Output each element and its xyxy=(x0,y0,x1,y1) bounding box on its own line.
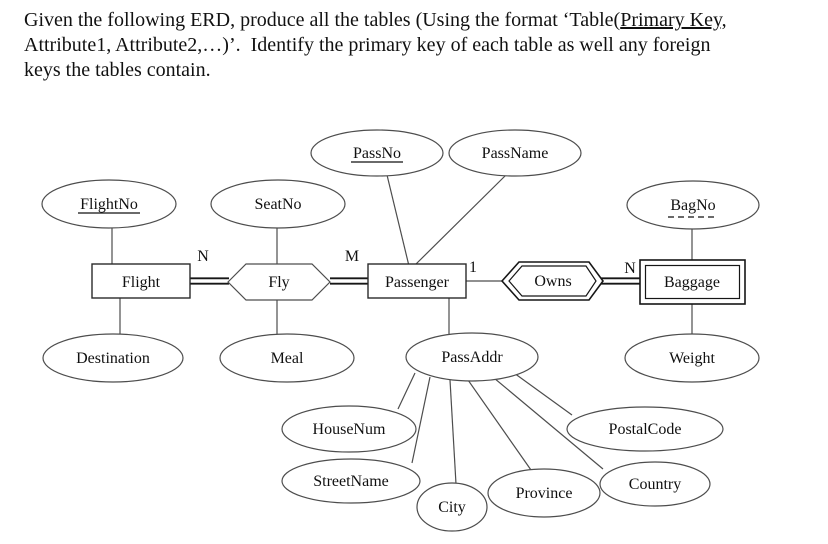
erd-connectors xyxy=(111,174,693,485)
country-ellipse xyxy=(599,461,711,507)
passenger-rect xyxy=(367,263,467,299)
connector-passaddr-streetname xyxy=(411,376,431,464)
attribute-city: City xyxy=(416,482,488,532)
passname-label: PassName xyxy=(482,145,549,162)
question-line-1-text: Given the following ERD, produce all the… xyxy=(24,9,621,31)
seatno-ellipse xyxy=(210,179,346,229)
housenum-label: HouseNum xyxy=(313,421,386,438)
entity-passenger: Passenger xyxy=(367,263,467,299)
connector-passaddr-city xyxy=(449,379,457,485)
attribute-bagno: BagNo xyxy=(626,180,760,230)
owns-label: Owns xyxy=(534,273,571,290)
attribute-streetname: StreetName xyxy=(281,458,421,504)
baggage-rect-inner xyxy=(644,264,741,300)
postalcode-label: PostalCode xyxy=(609,421,682,438)
relationship-fly: Fly xyxy=(227,263,331,301)
attribute-meal: Meal xyxy=(219,333,355,383)
passname-ellipse xyxy=(448,129,582,177)
owns-diamond-inner xyxy=(508,265,597,297)
country-label: Country xyxy=(629,476,681,493)
postalcode-ellipse xyxy=(566,406,724,452)
flightno-ellipse xyxy=(41,179,177,229)
city-label: City xyxy=(438,499,466,516)
erd-cardinalities: N M 1 N xyxy=(197,248,636,277)
attribute-passaddr: PassAddr xyxy=(405,332,539,382)
entity-flight: Flight xyxy=(91,263,191,299)
relationship-owns: Owns xyxy=(500,261,604,301)
fly-label: Fly xyxy=(268,274,289,291)
question-text: Given the following ERD, produce all the… xyxy=(24,8,727,83)
fly-diamond xyxy=(227,263,331,301)
attribute-passno: PassNo xyxy=(310,129,444,177)
attribute-housenum: HouseNum xyxy=(281,405,417,453)
primary-key-underlined-text: Primary Key, xyxy=(620,9,727,31)
housenum-ellipse xyxy=(281,405,417,453)
destination-ellipse xyxy=(42,333,184,383)
attribute-country: Country xyxy=(599,461,711,507)
connector-passaddr-housenum xyxy=(397,372,416,410)
attribute-destination: Destination xyxy=(42,333,184,383)
entity-baggage: Baggage xyxy=(639,259,746,305)
attribute-province: Province xyxy=(487,468,601,518)
passno-label: PassNo xyxy=(353,145,401,162)
bagno-ellipse xyxy=(626,180,760,230)
question-line-3: keys the tables contain. xyxy=(24,59,211,81)
bagno-label: BagNo xyxy=(670,197,715,214)
cardinality-flight-fly: N xyxy=(197,248,209,265)
question-line-2: Attribute1, Attribute2,…)’. Identify the… xyxy=(24,34,711,56)
flight-label: Flight xyxy=(122,274,161,291)
connector-passaddr-country xyxy=(493,377,604,470)
connector-passno-passenger xyxy=(386,174,410,267)
passaddr-label: PassAddr xyxy=(441,349,503,366)
streetname-label: StreetName xyxy=(313,473,389,490)
flight-rect xyxy=(91,263,191,299)
question-line-1: Given the following ERD, produce all the… xyxy=(24,8,727,33)
destination-label: Destination xyxy=(76,350,150,367)
connector-passname-passenger xyxy=(413,174,507,267)
baggage-label: Baggage xyxy=(664,274,720,291)
meal-ellipse xyxy=(219,333,355,383)
seatno-label: SeatNo xyxy=(254,196,301,213)
weight-ellipse xyxy=(624,333,760,383)
connector-passaddr-postalcode xyxy=(513,372,573,416)
attribute-weight: Weight xyxy=(624,333,760,383)
passno-ellipse xyxy=(310,129,444,177)
passenger-label: Passenger xyxy=(385,274,450,291)
province-label: Province xyxy=(516,485,573,502)
connector-passaddr-province xyxy=(467,379,532,471)
passaddr-ellipse xyxy=(405,332,539,382)
cardinality-passenger-owns: 1 xyxy=(469,259,477,276)
cardinality-owns-baggage: N xyxy=(624,260,636,277)
attribute-postalcode: PostalCode xyxy=(566,406,724,452)
cardinality-fly-passenger: M xyxy=(345,248,359,265)
attribute-passname: PassName xyxy=(448,129,582,177)
flightno-label: FlightNo xyxy=(80,196,138,213)
weight-label: Weight xyxy=(669,350,715,367)
attribute-seatno: SeatNo xyxy=(210,179,346,229)
city-ellipse xyxy=(416,482,488,532)
streetname-ellipse xyxy=(281,458,421,504)
meal-label: Meal xyxy=(271,350,304,367)
attribute-flightno: FlightNo xyxy=(41,179,177,229)
province-ellipse xyxy=(487,468,601,518)
